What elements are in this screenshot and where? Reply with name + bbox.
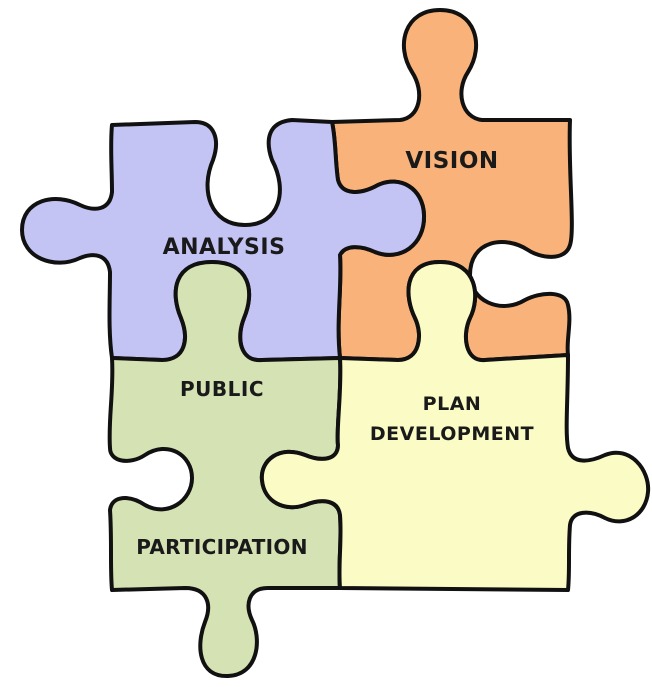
- plan-label: PLAN: [423, 393, 482, 415]
- participation-label: PARTICIPATION: [136, 535, 307, 559]
- analysis-label: ANALYSIS: [163, 235, 286, 260]
- public-label: PUBLIC: [180, 377, 264, 401]
- plan-development-piece: [259, 260, 651, 592]
- development-label: DEVELOPMENT: [370, 423, 534, 445]
- vision-label: VISION: [405, 148, 498, 174]
